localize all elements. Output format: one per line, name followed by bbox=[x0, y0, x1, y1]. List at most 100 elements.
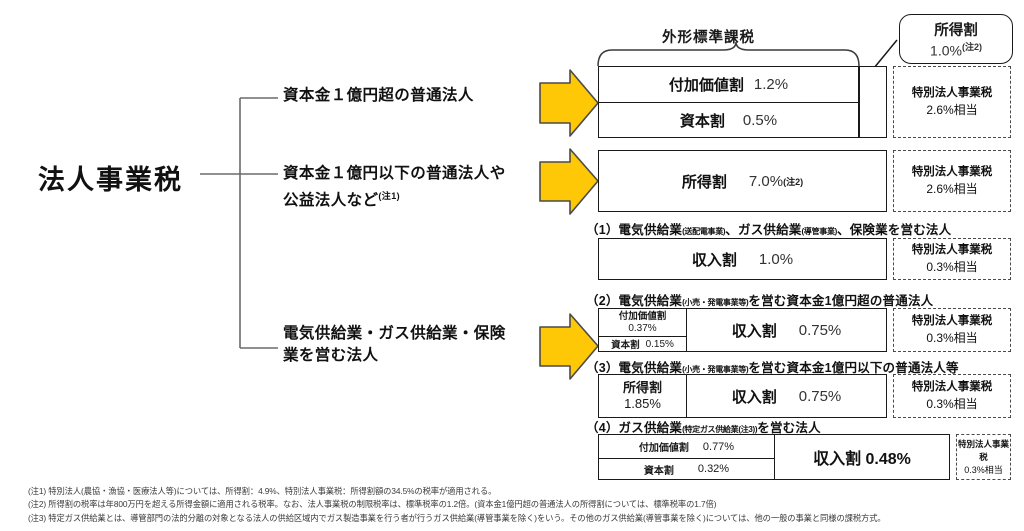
sec2-caption-c: を営む資本金1億円超の普通法人 bbox=[748, 294, 934, 308]
sec4-special-tax-name: 特別法人事業税 bbox=[957, 438, 1009, 462]
sec2-cell-fukakachi-label: 付加価値割 bbox=[618, 310, 667, 322]
sec4-main-box: 付加価値割 0.77% 資本割 0.32% 収入割 0.48% bbox=[598, 434, 950, 480]
sec2-special-tax: 特別法人事業税 0.3%相当 bbox=[893, 308, 1011, 352]
row1-cell-fukakachi: 付加価値割 1.2% bbox=[599, 67, 858, 103]
sec4-cell-shihon: 資本割 0.32% bbox=[599, 459, 774, 479]
row1-cell-shihon-value: 0.5% bbox=[742, 111, 778, 129]
row1-special-tax-amount: 2.6%相当 bbox=[926, 103, 978, 117]
sec1-caption-b: 、ガス供給業 bbox=[725, 223, 802, 237]
sec1-special-tax: 特別法人事業税 0.3%相当 bbox=[893, 238, 1011, 280]
row1-cell-shihon-label: 資本割 bbox=[679, 112, 725, 130]
sec3-caption-small-a: (小売・発電事業等) bbox=[682, 365, 749, 374]
branch-label-small-corp: 資本金１億円以下の普通法人や 公益法人など(注1) bbox=[283, 163, 545, 212]
sec4-caption-a: （4）ガス供給業 bbox=[586, 421, 683, 435]
branch-3-line2: 業を営む法人 bbox=[283, 347, 379, 364]
branch-label-utility-corp: 電気供給業・ガス供給業・保険 業を営む法人 bbox=[283, 323, 533, 367]
sec2-cell-shihon: 資本割 0.15% bbox=[599, 337, 686, 352]
row2-cell-note: (注2) bbox=[783, 176, 804, 187]
branch-label-large-corp: 資本金１億円超の普通法人 bbox=[283, 85, 533, 107]
footnote-1: (注1) 特別法人(農協・漁協・医療法人等)については、所得割：4.9%、特別法… bbox=[28, 486, 497, 496]
sec2-caption-small-a: (小売・発電事業等) bbox=[682, 298, 749, 307]
footnote-2: (注2) 所得割の税率は年800万円を超える所得金額に適用される税率。なお、法人… bbox=[28, 499, 717, 510]
sec2-special-tax-amount: 0.3%相当 bbox=[926, 331, 978, 345]
sec3-cell-shunyuwari: 収入割 0.75% bbox=[687, 375, 886, 417]
sec2-cell-main-label: 収入割 bbox=[731, 322, 777, 340]
sec3-cell-main-label: 収入割 bbox=[731, 388, 777, 406]
sec1-cell-shunyuwari: 収入割 1.0% bbox=[599, 239, 886, 279]
tree-connector bbox=[200, 97, 278, 349]
sec1-caption-small-a: (送配電事業) bbox=[682, 227, 726, 236]
sec3-cell-shotokuwari: 所得割 1.85% bbox=[599, 375, 687, 417]
sec1-cell-value: 1.0% bbox=[758, 250, 794, 268]
callout-rate: 1.0% bbox=[930, 42, 962, 59]
sec4-special-tax: 特別法人事業税 0.3%相当 bbox=[956, 434, 1011, 480]
sec3-caption: （3）電気供給業(小売・発電事業等)を営む資本金1億円以下の普通法人等 bbox=[586, 357, 959, 376]
row2-cell-label: 所得割 bbox=[681, 173, 727, 191]
sec4-caption-small-a: (特定ガス供給業(注3)) bbox=[682, 425, 758, 434]
arrow-to-row2 bbox=[539, 148, 599, 215]
gaikei-brace-label: 外形標準課税 bbox=[662, 30, 755, 46]
sec4-caption-c: を営む法人 bbox=[757, 421, 821, 435]
arrow-to-sections bbox=[539, 313, 599, 380]
sec1-special-tax-amount: 0.3%相当 bbox=[926, 260, 978, 274]
sec3-cell-left-value: 1.85% bbox=[624, 396, 661, 411]
row2-special-tax-amount: 2.6%相当 bbox=[926, 182, 978, 196]
sec1-special-tax-name: 特別法人事業税 bbox=[911, 244, 993, 256]
sec2-main-box: 付加価値割 0.37% 資本割 0.15% 収入割 0.75% bbox=[598, 308, 887, 352]
sec3-caption-c: を営む資本金1億円以下の普通法人等 bbox=[748, 361, 959, 375]
sec2-left-stack: 付加価値割 0.37% 資本割 0.15% bbox=[599, 309, 687, 351]
row1-main-box: 付加価値割 1.2% 資本割 0.5% bbox=[598, 66, 859, 138]
sec2-cell-shunyuwari: 収入割 0.75% bbox=[687, 309, 886, 351]
row1-cell-fukakachi-label: 付加価値割 bbox=[668, 77, 744, 94]
sec4-cell-fukakachi: 付加価値割 0.77% bbox=[599, 435, 774, 459]
branch-2-line2: 公益法人など bbox=[283, 192, 379, 210]
callout-shotokuwari: 所得割 1.0%(注2) bbox=[899, 14, 1013, 64]
sec1-caption-a: （1）電気供給業 bbox=[586, 223, 683, 237]
footnote-3: (注3) 特定ガス供給業とは、導管部門の法的分離の対象となる法人の供給区域内でガ… bbox=[28, 512, 886, 523]
sec4-cell-fukakachi-label: 付加価値割 bbox=[638, 443, 689, 454]
sec2-cell-shihon-label: 資本割 bbox=[611, 340, 640, 351]
gaikei-brace bbox=[597, 41, 860, 67]
page-title: 法人事業税 bbox=[38, 165, 183, 195]
sec1-caption: （1）電気供給業(送配電事業)、ガス供給業(導管事業)、保険業を営む法人 bbox=[586, 219, 951, 238]
sec4-cell-shihon-value: 0.32% bbox=[697, 463, 730, 475]
sec4-cell-fukakachi-value: 0.77% bbox=[702, 440, 735, 453]
sec1-caption-c: 、保険業を営む法人 bbox=[837, 223, 952, 237]
sec3-special-tax: 特別法人事業税 0.3%相当 bbox=[893, 374, 1011, 418]
row1-cell-shihon: 資本割 0.5% bbox=[599, 103, 858, 137]
branch-1-text: 資本金１億円超の普通法人 bbox=[283, 87, 474, 104]
sec2-cell-main-value: 0.75% bbox=[798, 321, 842, 339]
sec4-cell-shihon-label: 資本割 bbox=[643, 465, 674, 477]
sec3-main-box: 所得割 1.85% 収入割 0.75% bbox=[598, 374, 887, 418]
sec3-caption-a: （3）電気供給業 bbox=[586, 361, 683, 375]
sec2-special-tax-name: 特別法人事業税 bbox=[911, 315, 993, 327]
sec3-cell-left-label: 所得割 bbox=[622, 380, 662, 395]
callout-name: 所得割 bbox=[934, 23, 978, 40]
sec1-main-box: 収入割 1.0% bbox=[598, 238, 887, 280]
row2-main-box: 所得割 7.0%(注2) bbox=[598, 150, 887, 212]
sec3-special-tax-amount: 0.3%相当 bbox=[926, 397, 978, 411]
row2-special-tax: 特別法人事業税 2.6%相当 bbox=[893, 150, 1011, 212]
sec4-cell-shunyuwari: 収入割 0.48% bbox=[775, 435, 949, 479]
row2-special-tax-name: 特別法人事業税 bbox=[911, 166, 993, 178]
sec2-cell-shihon-value: 0.15% bbox=[645, 338, 674, 350]
sec4-cell-main-label: 収入割 0.48% bbox=[813, 451, 911, 468]
sec2-cell-fukakachi: 付加価値割 0.37% bbox=[599, 309, 686, 337]
sec2-caption: （2）電気供給業(小売・発電事業等)を営む資本金1億円超の普通法人 bbox=[586, 290, 933, 309]
sec1-caption-small-b: (導管事業) bbox=[801, 227, 838, 236]
sec3-cell-main-value: 0.75% bbox=[798, 387, 842, 405]
row2-cell-value: 7.0% bbox=[748, 172, 784, 190]
arrow-to-row1 bbox=[539, 69, 599, 137]
row1-shotokuwari-slot bbox=[859, 66, 887, 138]
sec4-caption: （4）ガス供給業(特定ガス供給業(注3))を営む法人 bbox=[586, 417, 821, 436]
sec4-special-tax-amount: 0.3%相当 bbox=[964, 464, 1003, 475]
row2-cell-shotokuwari: 所得割 7.0%(注2) bbox=[599, 151, 886, 211]
branch-2-line1: 資本金１億円以下の普通法人や bbox=[283, 165, 506, 182]
row1-special-tax: 特別法人事業税 2.6%相当 bbox=[893, 66, 1011, 138]
callout-rate-line: 1.0%(注2) bbox=[930, 40, 982, 59]
row1-cell-fukakachi-value: 1.2% bbox=[753, 76, 789, 93]
sec2-cell-fukakachi-value: 0.37% bbox=[628, 322, 657, 334]
row1-special-tax-name: 特別法人事業税 bbox=[911, 87, 993, 99]
